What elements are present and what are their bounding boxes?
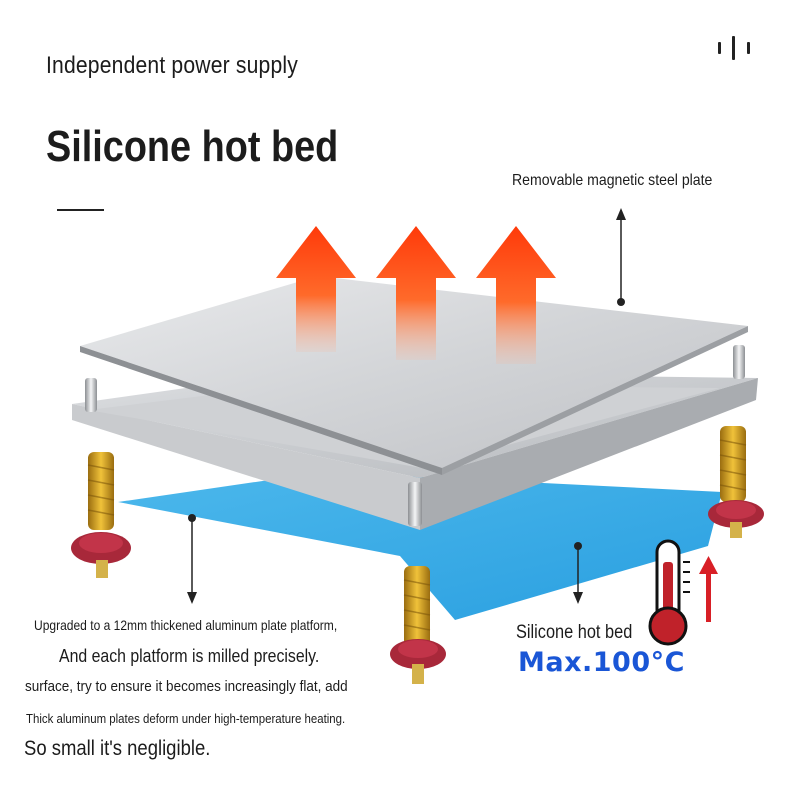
description-line-1: Upgraded to a 12mm thickened aluminum pl… xyxy=(34,617,338,633)
description-line-3: surface, try to ensure it becomes increa… xyxy=(25,678,348,695)
title-underline xyxy=(57,209,104,211)
hot-bed-label: Silicone hot bed xyxy=(516,622,633,643)
steel-plate-pointer xyxy=(616,208,626,306)
subtitle: Independent power supply xyxy=(46,52,298,79)
temperature-up-arrow-icon xyxy=(699,556,718,622)
description-line-5: So small it's negligible. xyxy=(24,737,211,760)
page-title: Silicone hot bed xyxy=(46,122,339,171)
silicone-pad-pointer xyxy=(573,542,583,604)
aluminum-plate-pointer xyxy=(187,514,197,604)
bolts xyxy=(85,345,745,526)
description-line-4: Thick aluminum plates deform under high-… xyxy=(26,711,346,726)
springs xyxy=(87,426,747,646)
heat-arrow-icon xyxy=(276,226,556,364)
steel-plate xyxy=(80,276,748,475)
menu-bars-icon[interactable] xyxy=(714,36,754,60)
max-temperature-label: Max.100°C xyxy=(518,647,685,678)
description-line-2: And each platform is milled precisely. xyxy=(59,646,320,666)
steel-plate-label: Removable magnetic steel plate xyxy=(512,172,713,189)
thermometer-icon xyxy=(648,539,690,646)
adjust-knobs xyxy=(71,500,764,684)
silicone-pad xyxy=(118,472,722,620)
